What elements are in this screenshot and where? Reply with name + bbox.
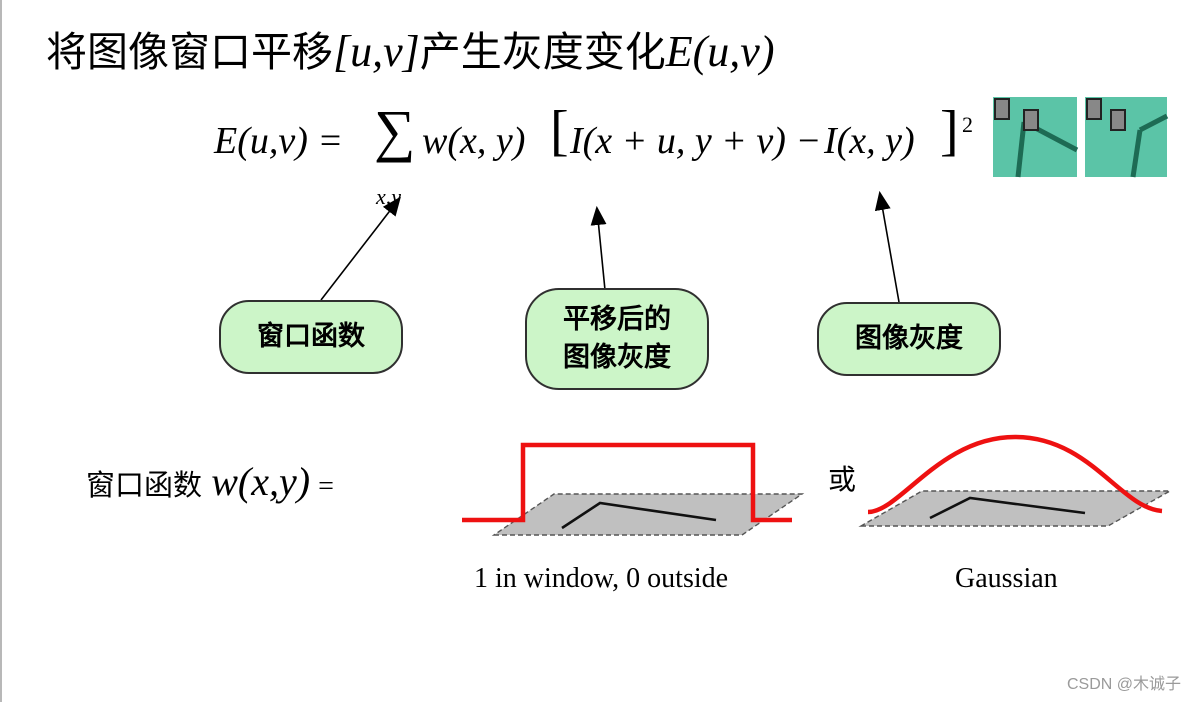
slide-title: 将图像窗口平移[u,v]产生灰度变化E(u,v) [46,26,775,78]
formula-original-term: I(x, y) [824,120,915,162]
gaussian-window-plot [858,434,1173,527]
box-curve [462,442,792,523]
box-edge [561,501,717,530]
bubble-window-function: 窗口函数 [219,300,403,374]
gaussian-plane [858,490,1173,527]
window-symbol: w(x,y) [211,459,311,504]
gaussian-caption: Gaussian [955,563,1058,594]
window-equals: = [318,471,334,502]
formula-shifted-term: I(x + u, y + v) [570,120,786,162]
gaussian-curve [867,434,1163,515]
box-plane [491,493,805,536]
left-bracket: [ [550,100,569,162]
or-label: 或 [828,463,857,496]
title-shift: [u,v] [333,27,420,76]
arrow-shifted-intensity [590,205,607,291]
formula-power: 2 [962,112,973,137]
gaussian-edge [929,496,1086,520]
title-suffix: 产生灰度变化 [419,28,666,76]
arrow-window-func [320,196,401,301]
patch-original-image [993,97,1079,178]
arrow-intensity [874,190,900,303]
bubble-image-intensity: 图像灰度 [817,302,1001,376]
patch-shifted-image [1085,97,1169,178]
watermark: CSDN @木诚子 [1066,676,1181,693]
right-bracket: ] [940,100,959,162]
box-caption: 1 in window, 0 outside [474,563,729,594]
formula-minus: − [798,120,820,162]
formula-lhs: E(u,v) = [214,120,344,162]
bubble-shifted-intensity: 平移后的 图像灰度 [525,288,709,390]
bubble-shifted-line2: 图像灰度 [563,342,671,373]
bubble-image-intensity-label: 图像灰度 [855,323,963,354]
left-border [0,0,2,702]
window-label-text: 窗口函数 [86,468,203,502]
title-energy: E(u,v) [665,27,775,76]
window-function-label: 窗口函数 w(x,y)= [86,458,334,505]
bubble-window-function-label: 窗口函数 [257,321,365,352]
bubble-shifted-line1: 平移后的 [563,304,671,335]
title-text: 将图像窗口平移 [46,28,333,76]
box-window-plot [462,442,805,536]
formula-window-term: w(x, y) [422,120,526,162]
sum-symbol: ∑ [374,98,416,163]
